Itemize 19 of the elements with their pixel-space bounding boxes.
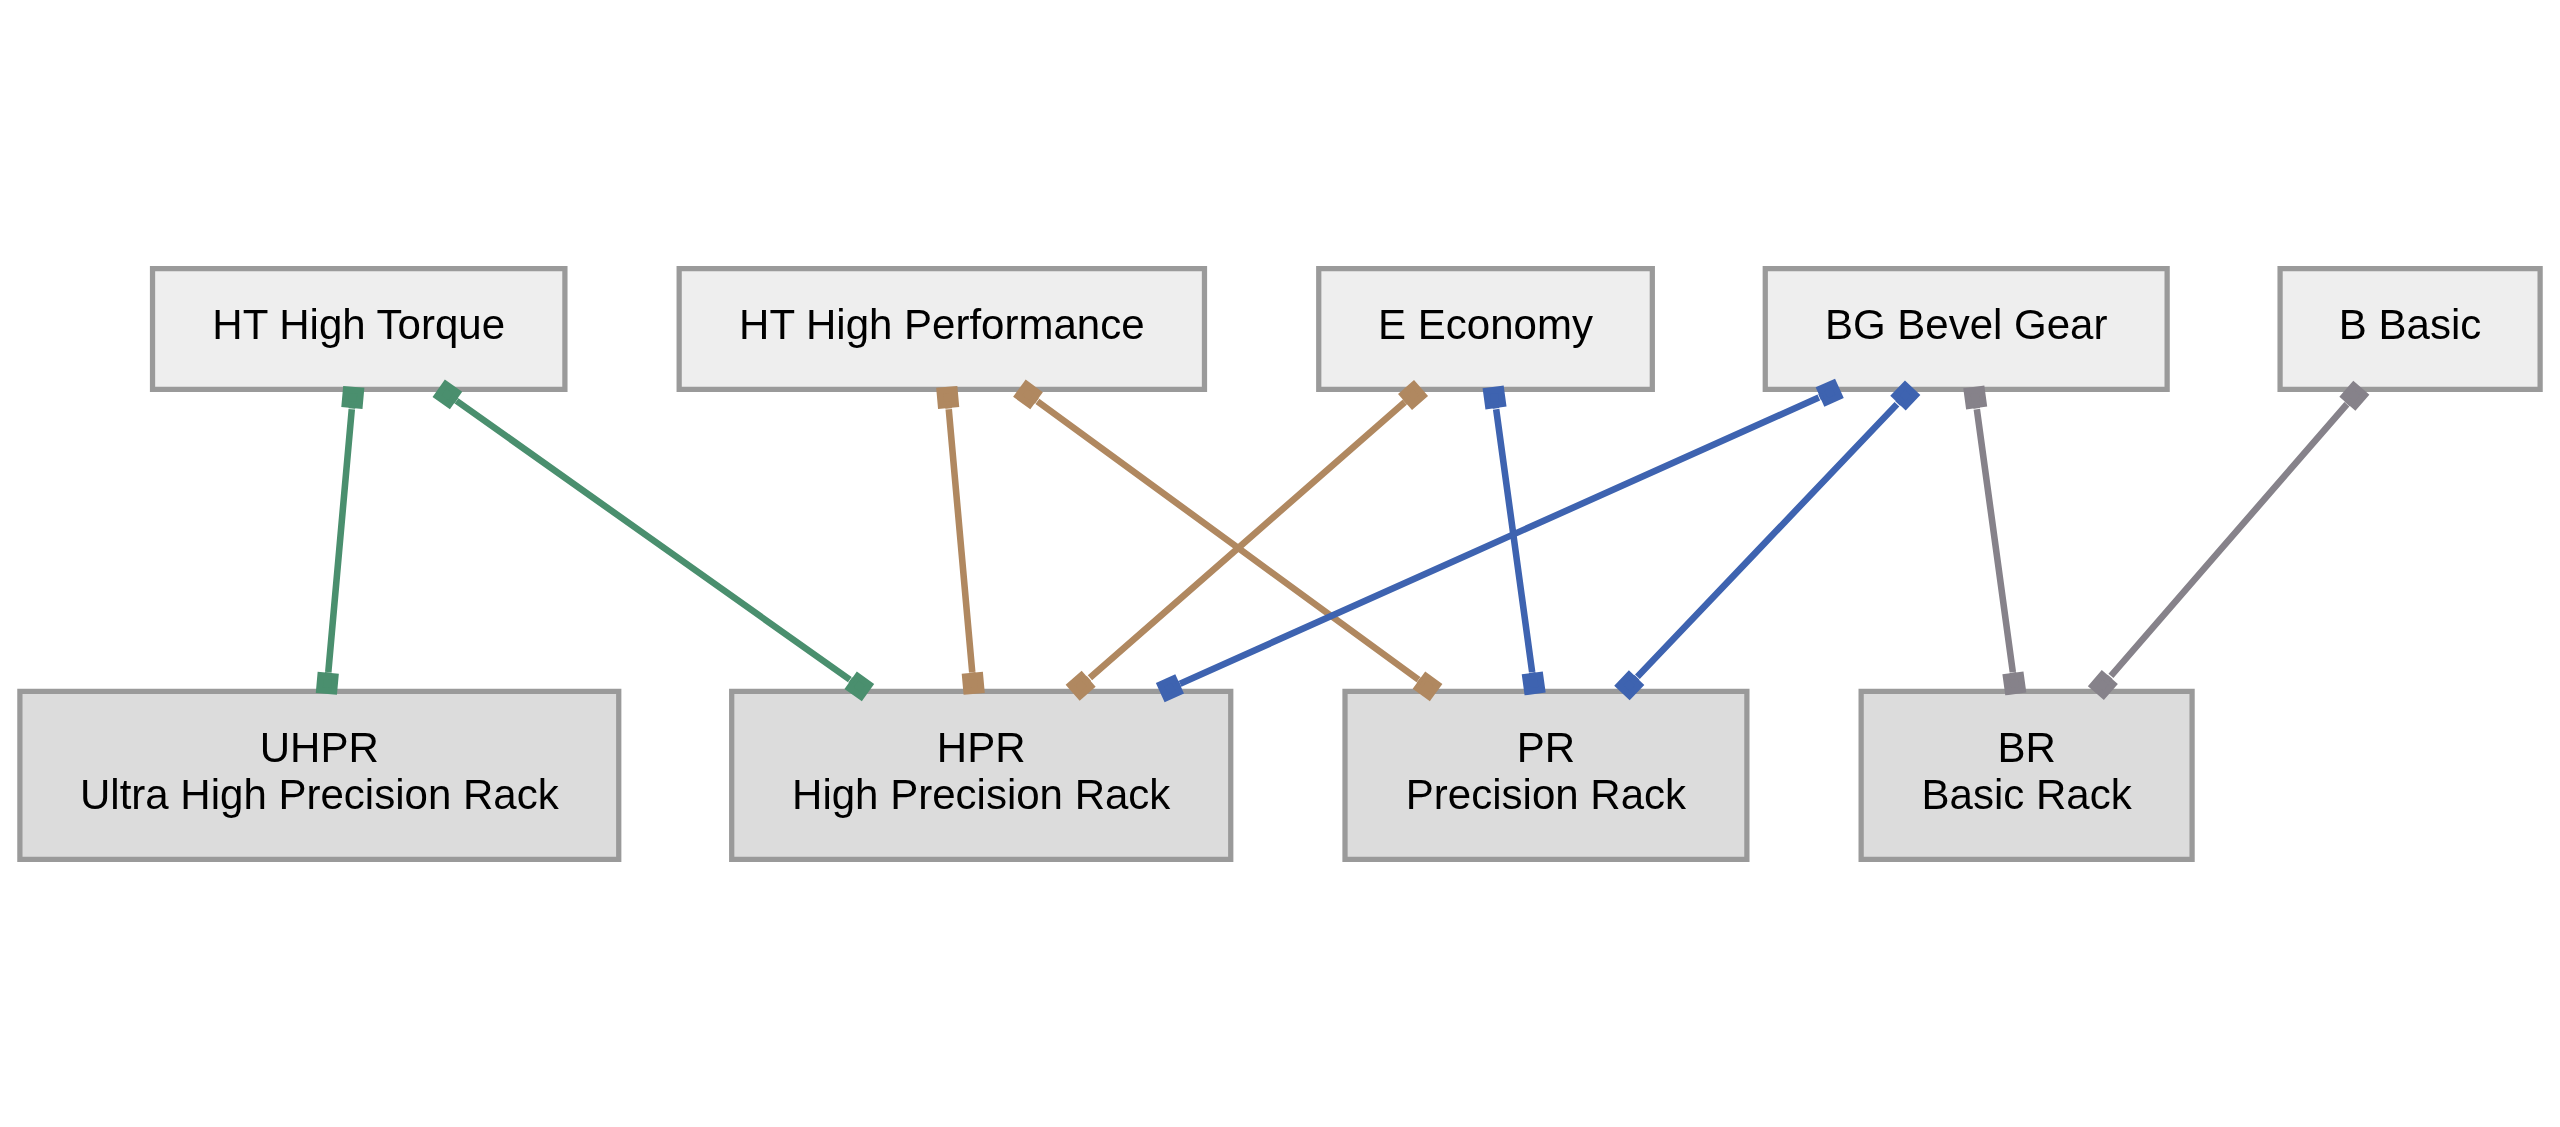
node-box: HPR High Precision Rack	[729, 688, 1234, 862]
node-box: HT High Torque	[149, 265, 568, 392]
connector	[936, 385, 985, 695]
node-box: HT High Performance	[676, 265, 1208, 392]
connector	[2087, 380, 2370, 700]
node-box: E Economy	[1316, 265, 1655, 392]
node-box: UHPR Ultra High Precision Rack	[17, 688, 622, 862]
connector	[315, 385, 365, 695]
connector	[1013, 379, 1443, 701]
connector	[1155, 378, 1844, 702]
node-box: B Basic	[2277, 265, 2543, 392]
node-box: BR Basic Rack	[1858, 688, 2195, 862]
connector	[1963, 384, 2027, 695]
connector	[1065, 379, 1429, 701]
node-box: PR Precision Rack	[1342, 688, 1750, 862]
node-box: BG Bevel Gear	[1762, 265, 2170, 392]
connector	[1614, 379, 1921, 700]
connector	[432, 379, 875, 701]
connector	[1482, 384, 1546, 695]
